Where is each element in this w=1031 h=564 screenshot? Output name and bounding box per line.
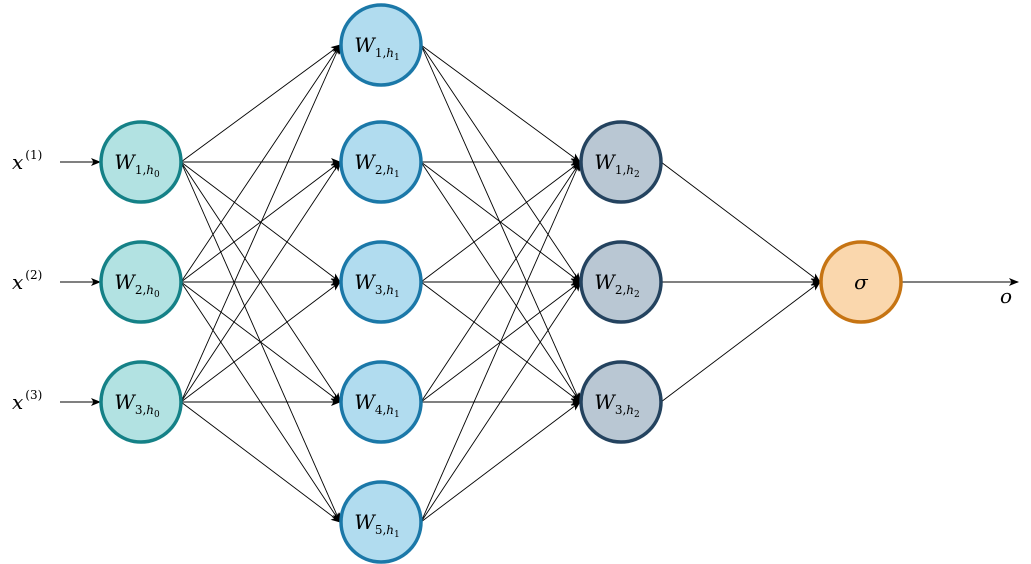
connections — [60, 44, 1019, 523]
neuron-label: W3,h2 — [594, 390, 639, 420]
output-label: o — [1000, 284, 1012, 308]
io-labels: x(1)x(2)x(3)o — [12, 148, 1012, 414]
edge-h0-2-to-h1-1 — [180, 44, 341, 283]
neuron-h1-5: W5,h1 — [339, 480, 423, 564]
input-label-2: x(2) — [12, 268, 42, 294]
input-label-1: x(1) — [12, 148, 42, 174]
edge-h1-3-to-h2-1 — [420, 161, 581, 283]
neuron-h0-1: W1,h0 — [99, 120, 183, 204]
neuron-circle — [579, 240, 663, 324]
edge-h0-3-to-h1-2 — [180, 161, 341, 403]
edge-h0-1-to-h1-1 — [180, 44, 341, 163]
neuron-label: W1,h2 — [594, 150, 639, 180]
edge-h1-1-to-h2-3 — [420, 44, 581, 403]
input-label-superscript: (3) — [25, 388, 42, 402]
edge-h2-3-to-out-1 — [660, 281, 821, 403]
edge-h2-1-to-out-1 — [660, 161, 821, 283]
input-label-superscript: (2) — [25, 268, 42, 282]
neuron-circle — [579, 120, 663, 204]
neuron-h0-3: W3,h0 — [99, 360, 183, 444]
input-label-3: x(3) — [12, 388, 42, 414]
neuron-h2-3: W3,h2 — [579, 360, 663, 444]
neuron-h1-1: W1,h1 — [339, 3, 423, 87]
neuron-circle — [339, 240, 423, 324]
neuron-label: W1,h0 — [114, 150, 160, 180]
input-label-superscript: (1) — [25, 148, 42, 162]
edge-h0-3-to-h1-5 — [180, 401, 341, 523]
neuron-label: W1,h1 — [354, 33, 399, 63]
neuron-h2-2: W2,h2 — [579, 240, 663, 324]
neuron-h0-2: W2,h0 — [99, 240, 183, 324]
edge-h0-2-to-h1-2 — [180, 161, 341, 283]
edge-h1-5-to-h2-2 — [420, 281, 581, 523]
neuron-label: W4,h1 — [354, 390, 399, 420]
neuron-out-1: σ — [819, 240, 903, 324]
neuron-circle — [339, 480, 423, 564]
neuron-h1-3: W3,h1 — [339, 240, 423, 324]
edge-h0-3-to-h1-1 — [180, 44, 341, 403]
neuron-label: W2,h1 — [354, 150, 399, 180]
input-label-base: x — [12, 150, 23, 174]
neuron-label: W5,h1 — [354, 510, 399, 540]
neuron-circle — [99, 120, 183, 204]
neuron-circle — [339, 3, 423, 87]
neuron-label: W2,h2 — [594, 270, 639, 300]
neuron-label: W2,h0 — [114, 270, 160, 300]
neuron-circle — [339, 360, 423, 444]
edge-h1-1-to-h2-1 — [420, 44, 581, 163]
input-label-base: x — [12, 390, 23, 414]
edge-h1-5-to-h2-1 — [420, 161, 581, 523]
neuron-h2-1: W1,h2 — [579, 120, 663, 204]
edge-h1-1-to-h2-2 — [420, 44, 581, 283]
neuron-circle — [99, 240, 183, 324]
neuron-circle — [819, 240, 903, 324]
neuron-h1-2: W2,h1 — [339, 120, 423, 204]
edge-h1-4-to-h2-1 — [420, 161, 581, 403]
edge-h1-5-to-h2-3 — [420, 401, 581, 523]
neuron-h1-4: W4,h1 — [339, 360, 423, 444]
neuron-label: W3,h0 — [114, 390, 160, 420]
neuron-circle — [99, 360, 183, 444]
edge-h0-3-to-h1-3 — [180, 281, 341, 403]
neuron-label: W3,h1 — [354, 270, 399, 300]
neuron-circle — [339, 120, 423, 204]
neuron-circle — [579, 360, 663, 444]
input-label-base: x — [12, 270, 23, 294]
neuron-label: σ — [854, 270, 869, 294]
